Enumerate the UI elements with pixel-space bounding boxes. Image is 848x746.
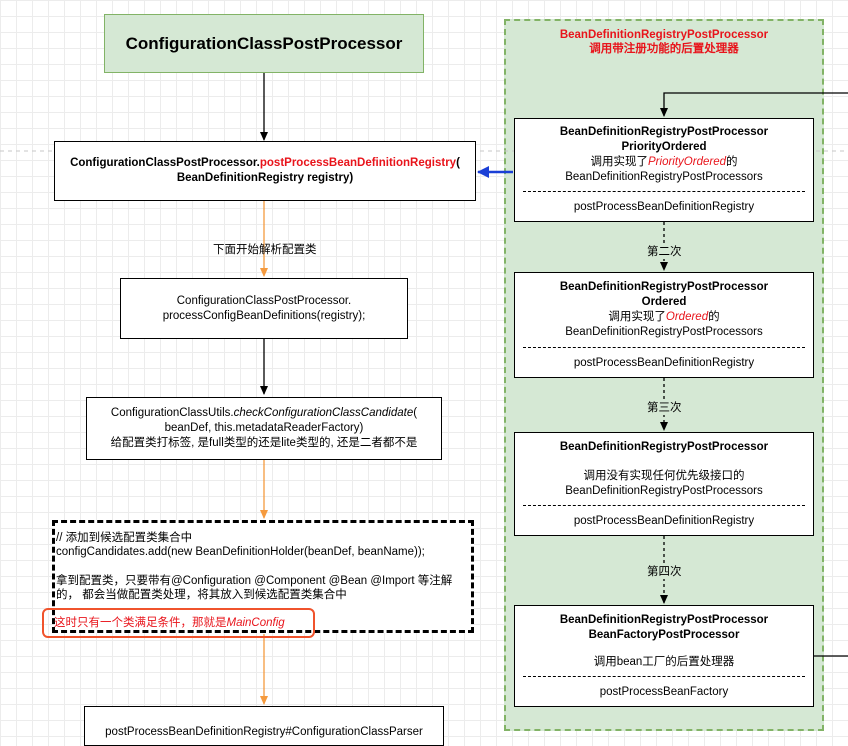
configuration-class-post-processor-title: ConfigurationClassPostProcessor bbox=[104, 14, 424, 73]
panel-title: BeanDefinitionRegistryPostProcessor 调用带注… bbox=[504, 28, 824, 56]
bean-factory-box: BeanDefinitionRegistryPostProcessor Bean… bbox=[514, 605, 814, 707]
ordered-desc1: 调用实现了Ordered的 bbox=[515, 310, 813, 325]
ordered-box: BeanDefinitionRegistryPostProcessor Orde… bbox=[514, 272, 814, 378]
ordered-separator bbox=[523, 347, 805, 348]
candidates-desc1: 拿到配置类，只要带有@Configuration @Component @Bea… bbox=[56, 575, 453, 587]
third-label: 第三次 bbox=[647, 399, 682, 415]
beanfactory-method: postProcessBeanFactory bbox=[599, 685, 729, 698]
ordered-head2: Ordered bbox=[641, 296, 687, 308]
candidates-comment: // 添加到候选配置类集合中 bbox=[56, 532, 193, 544]
process-line2: processConfigBeanDefinitions(registry); bbox=[162, 309, 366, 322]
check-candidate-box: ConfigurationClassUtils.checkConfigurati… bbox=[86, 397, 442, 460]
registry-args: BeanDefinitionRegistry registry) bbox=[176, 172, 354, 184]
parser-text: postProcessBeanDefinitionRegistry#Config… bbox=[105, 726, 423, 738]
nonordered-desc1: 调用没有实现任何优先级接口的 bbox=[583, 469, 745, 482]
second-label: 第二次 bbox=[647, 243, 682, 259]
check-line2: beanDef, this.metadataReaderFactory) bbox=[164, 422, 364, 434]
highlight-name: MainConfig bbox=[226, 617, 285, 629]
priority-method: postProcessBeanDefinitionRegistry bbox=[573, 200, 755, 213]
ordered-desc-prefix: 调用实现了 bbox=[608, 311, 666, 323]
highlight-prefix: 这时只有一个类满足条件，那就是 bbox=[54, 617, 227, 629]
priority-desc1: 调用实现了PriorityOrdered的 bbox=[515, 155, 813, 170]
ordered-head1: BeanDefinitionRegistryPostProcessor bbox=[559, 281, 769, 293]
candidates-dashed-box bbox=[52, 520, 474, 633]
candidates-code: configCandidates.add(new BeanDefinitionH… bbox=[56, 546, 425, 558]
process-config-bean-definitions-box: ConfigurationClassPostProcessor. process… bbox=[120, 278, 408, 339]
beanfactory-head1: BeanDefinitionRegistryPostProcessor bbox=[559, 613, 769, 626]
candidates-desc2: 的， 都会当做配置类处理，将其放入到候选配置类集合中 bbox=[56, 589, 347, 601]
priority-head2: PriorityOrdered bbox=[621, 141, 707, 153]
beanfactory-desc1: 调用bean工厂的后置处理器 bbox=[593, 655, 735, 668]
configuration-class-parser-box: postProcessBeanDefinitionRegistry#Config… bbox=[84, 706, 444, 746]
check-line1: ConfigurationClassUtils.checkConfigurati… bbox=[111, 406, 417, 421]
nonordered-method: postProcessBeanDefinitionRegistry bbox=[573, 514, 755, 527]
priority-separator bbox=[523, 191, 805, 192]
ordered-method: postProcessBeanDefinitionRegistry bbox=[573, 356, 755, 369]
check-paren: ( bbox=[413, 407, 418, 419]
highlight-outline bbox=[42, 608, 315, 638]
highlight-text: 这时只有一个类满足条件，那就是MainConfig bbox=[54, 616, 285, 630]
ordered-desc-suffix: 的 bbox=[708, 311, 720, 323]
registry-paren: ( bbox=[456, 157, 460, 169]
beanfactory-separator bbox=[523, 676, 805, 677]
post-process-registry-box: ConfigurationClassPostProcessor.postProc… bbox=[54, 141, 476, 201]
nonordered-head1: BeanDefinitionRegistryPostProcessor bbox=[559, 440, 769, 453]
check-line3: 给配置类打标签, 是full类型的还是lite类型的, 还是二者都不是 bbox=[110, 437, 418, 449]
arrow-incoming-top bbox=[660, 92, 848, 117]
priority-ordered-box: BeanDefinitionRegistryPostProcessor Prio… bbox=[514, 118, 814, 222]
nonordered-separator bbox=[523, 505, 805, 506]
priority-desc-red: PriorityOrdered bbox=[648, 156, 726, 168]
parse-config-label: 下面开始解析配置类 bbox=[213, 244, 317, 256]
priority-desc-prefix: 调用实现了 bbox=[590, 156, 649, 168]
check-prefix: ConfigurationClassUtils. bbox=[110, 407, 234, 419]
non-ordered-box: BeanDefinitionRegistryPostProcessor 调用没有… bbox=[514, 432, 814, 536]
fourth-label: 第四次 bbox=[647, 563, 682, 579]
panel-title-line1: BeanDefinitionRegistryPostProcessor bbox=[559, 29, 769, 41]
ordered-desc-red: Ordered bbox=[665, 311, 709, 323]
panel-title-line2: 调用带注册功能的后置处理器 bbox=[589, 43, 739, 55]
priority-head1: BeanDefinitionRegistryPostProcessor bbox=[559, 126, 769, 138]
nonordered-desc2: BeanDefinitionRegistryPostProcessors bbox=[565, 484, 763, 497]
check-method: checkConfigurationClassCandidate bbox=[233, 407, 414, 419]
process-line1: ConfigurationClassPostProcessor. bbox=[176, 294, 352, 307]
priority-desc2: BeanDefinitionRegistryPostProcessors bbox=[565, 171, 763, 183]
beanfactory-head2: BeanFactoryPostProcessor bbox=[588, 628, 740, 641]
registry-call-line1: ConfigurationClassPostProcessor.postProc… bbox=[70, 156, 460, 171]
registry-prefix: ConfigurationClassPostProcessor. bbox=[70, 157, 260, 169]
title-text: ConfigurationClassPostProcessor bbox=[125, 34, 403, 53]
registry-method: postProcessBeanDefinitionRegistry bbox=[259, 157, 457, 169]
ordered-desc2: BeanDefinitionRegistryPostProcessors bbox=[565, 326, 763, 338]
priority-desc-suffix: 的 bbox=[725, 156, 738, 168]
